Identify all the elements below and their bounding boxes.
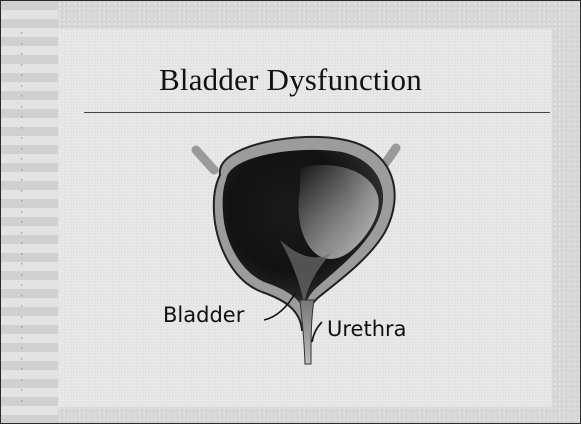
bladder-label: Bladder	[163, 303, 244, 327]
left-ureter	[196, 150, 214, 170]
urethra-tube	[300, 300, 314, 364]
urethra-pointer-line	[312, 322, 322, 342]
urethra-label: Urethra	[327, 317, 407, 341]
